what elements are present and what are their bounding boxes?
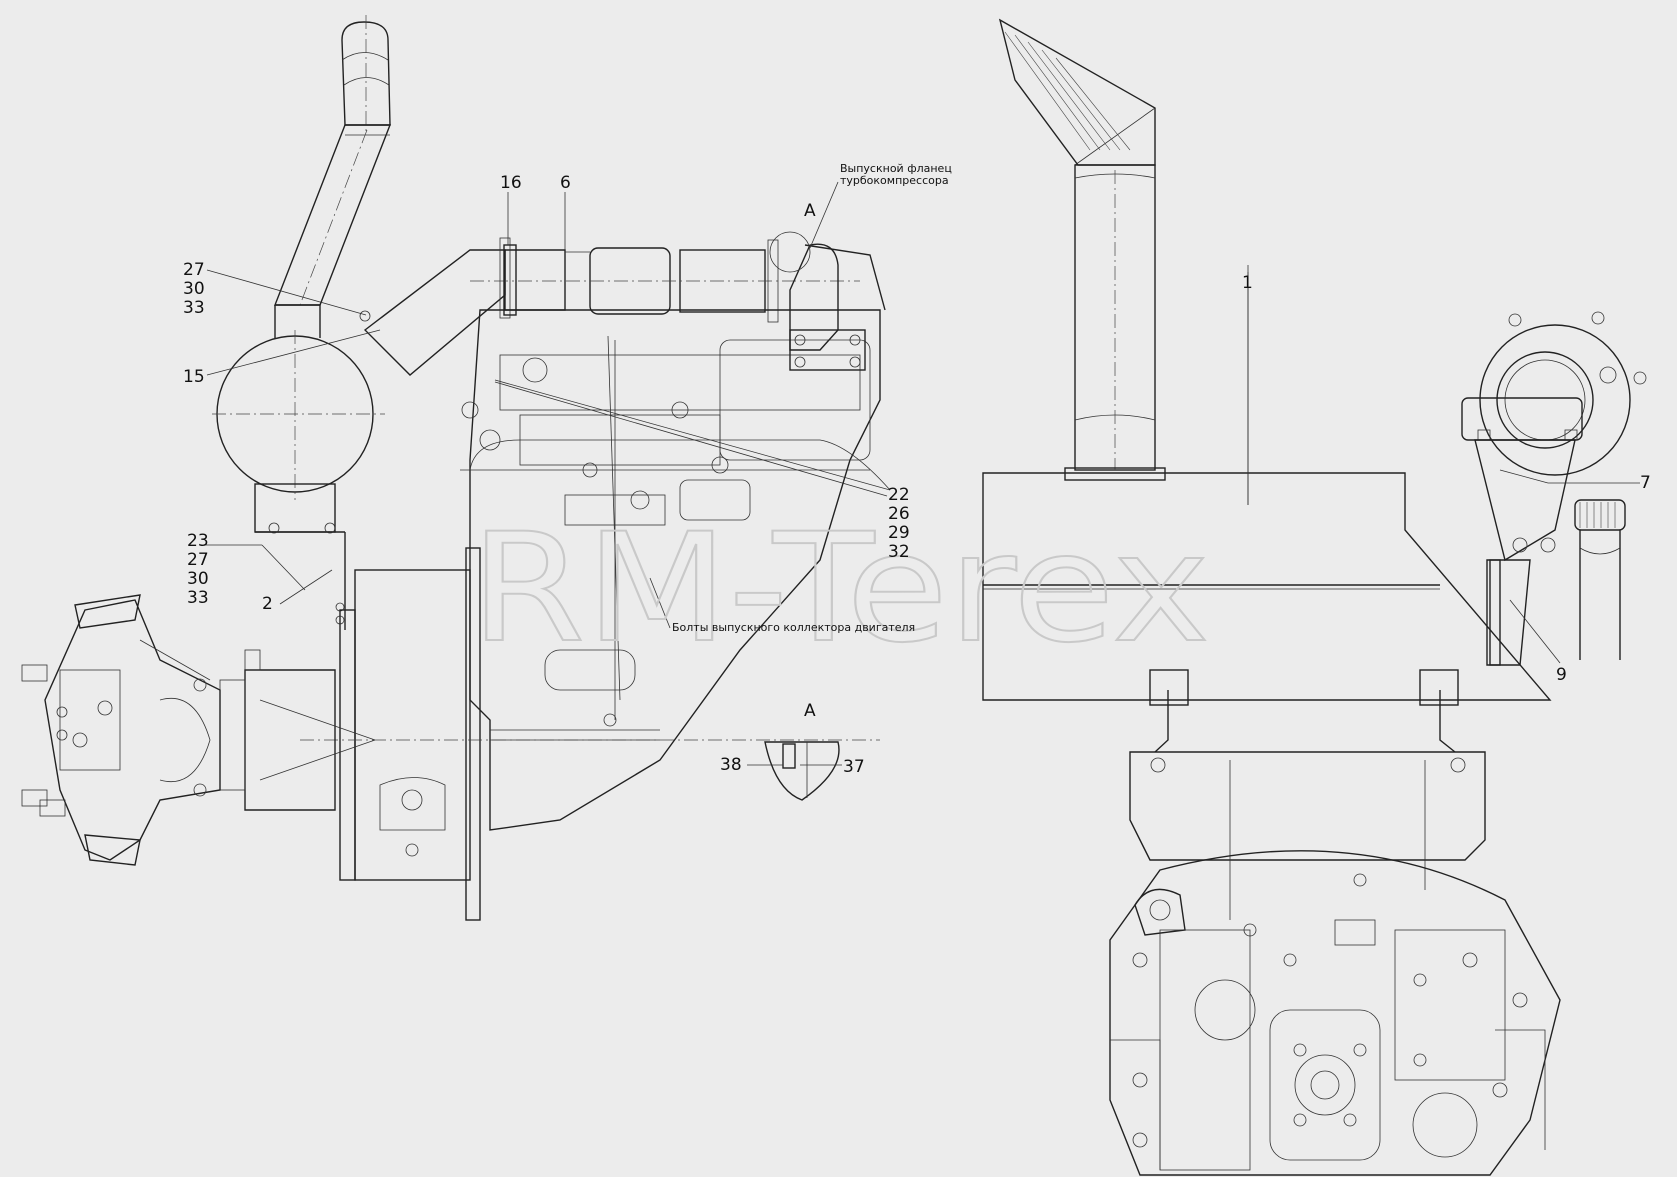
callout-23: 23 bbox=[187, 531, 209, 551]
turbo-flange bbox=[769, 231, 866, 371]
pump-drive-housing bbox=[219, 649, 376, 811]
watermark: RM-Terex bbox=[470, 502, 1210, 676]
callout-30-a: 30 bbox=[183, 279, 205, 299]
leader-lines-left bbox=[205, 181, 888, 629]
left-view-engine-assembly bbox=[21, 15, 891, 921]
callout-27-b: 27 bbox=[187, 550, 209, 570]
callout-30-b: 30 bbox=[187, 569, 209, 589]
exhaust-elbow-and-bellows bbox=[363, 237, 860, 376]
callout-22: 22 bbox=[888, 485, 910, 505]
leader-lines-right bbox=[1247, 272, 1640, 664]
callout-7: 7 bbox=[1640, 473, 1651, 493]
callout-26: 26 bbox=[888, 504, 910, 524]
exhaust-pipe-rain-cap bbox=[273, 15, 392, 306]
callout-27-a: 27 bbox=[183, 260, 205, 280]
muffler-mount-bracket bbox=[1129, 751, 1486, 920]
detail-a-title: A bbox=[804, 701, 816, 721]
callout-38: 38 bbox=[720, 755, 742, 775]
callout-16: 16 bbox=[500, 173, 522, 193]
right-view-muffler-assembly bbox=[982, 18, 1647, 1176]
callout-32: 32 bbox=[888, 542, 910, 562]
callout-2: 2 bbox=[262, 594, 273, 614]
callout-1: 1 bbox=[1242, 273, 1253, 293]
note-turbo-flange-line1: Выпускной фланец bbox=[840, 162, 952, 175]
muffler-end-view bbox=[212, 304, 385, 630]
detail-a-sketch bbox=[747, 741, 842, 801]
view-marker-a: A bbox=[804, 201, 816, 221]
clamp-rod-16 bbox=[469, 244, 891, 701]
note-manifold-bolts: Болты выпускного коллектора двигателя bbox=[672, 621, 915, 634]
callout-33-a: 33 bbox=[183, 298, 205, 318]
callout-15: 15 bbox=[183, 367, 205, 387]
callout-33-b: 33 bbox=[187, 588, 209, 608]
part-7-cylinder bbox=[1574, 499, 1626, 660]
flywheel-housing bbox=[300, 547, 880, 921]
callout-29: 29 bbox=[888, 523, 910, 543]
callout-6: 6 bbox=[560, 173, 571, 193]
muffler-inlet-end-view bbox=[1461, 311, 1647, 666]
note-turbo-flange-line2: турбокомпрессора bbox=[840, 174, 949, 187]
callout-37: 37 bbox=[843, 757, 865, 777]
callout-9: 9 bbox=[1556, 665, 1567, 685]
transmission-housing bbox=[1109, 850, 1561, 1176]
hydraulic-pump bbox=[21, 594, 221, 866]
muffler-stack-cap bbox=[998, 18, 1166, 481]
callout-labels: 16 6 A Выпускной фланец турбокомпрессора… bbox=[183, 162, 1651, 777]
